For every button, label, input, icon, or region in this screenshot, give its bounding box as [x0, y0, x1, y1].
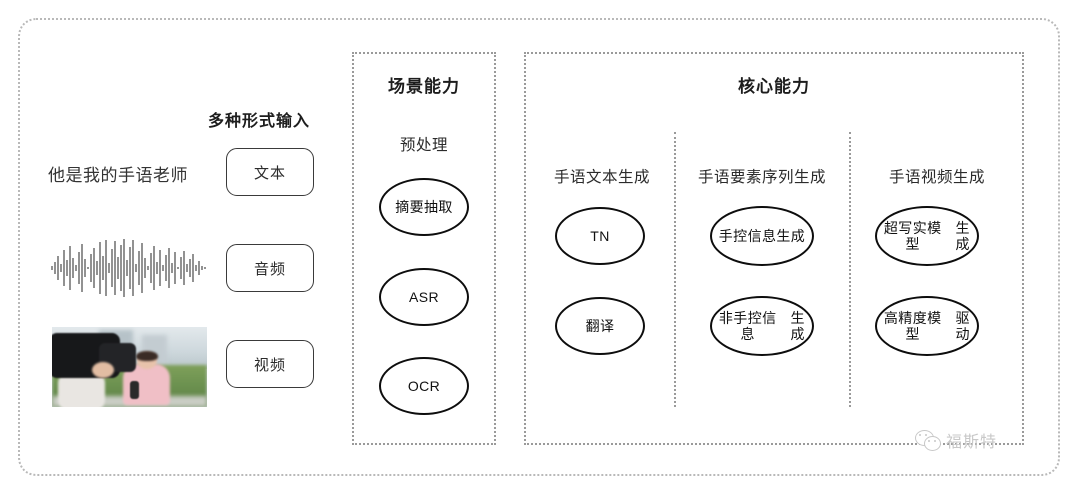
- audio-waveform: [50, 238, 208, 298]
- node-translation[interactable]: 翻译: [555, 297, 645, 355]
- input-chip-video[interactable]: 视频: [226, 340, 314, 388]
- input-text-sample: 他是我的手语老师: [48, 166, 188, 185]
- core-column-separator-2: [849, 132, 851, 407]
- node-line-2: 驱动: [955, 309, 970, 342]
- node-line-1: 手控信息: [718, 227, 777, 244]
- watermark: 福斯特: [915, 428, 997, 452]
- audio-waveform-icon: [51, 239, 206, 297]
- scene-capability-panel: 场景能力 预处理 摘要抽取 ASR OCR: [352, 52, 496, 445]
- scene-panel-title: 场景能力: [388, 77, 460, 96]
- wechat-icon: [915, 430, 941, 451]
- core-column-header-elements: 手语要素序列生成: [697, 169, 826, 186]
- watermark-text: 福斯特: [946, 434, 998, 451]
- core-column-header-text: 手语文本生成: [553, 169, 650, 186]
- thumb-microphone: [129, 381, 139, 399]
- core-capability-panel: 核心能力 手语文本生成 TN 翻译 手语要素序列生成 手控信息 生成 非手控信息…: [524, 52, 1024, 445]
- video-thumbnail: [52, 327, 207, 407]
- node-asr[interactable]: ASR: [379, 268, 469, 326]
- core-column-header-video: 手语视频生成: [888, 169, 985, 186]
- node-line-2: 生成: [776, 227, 806, 244]
- node-non-manual-info-generation[interactable]: 非手控信息 生成: [710, 296, 814, 356]
- node-high-precision-model-driving[interactable]: 高精度模型 驱动: [875, 296, 979, 356]
- core-panel-title: 核心能力: [738, 77, 810, 96]
- input-chip-text[interactable]: 文本: [226, 148, 314, 196]
- node-line-2: 生成: [790, 309, 805, 342]
- scene-panel-subtitle: 预处理: [399, 137, 448, 154]
- node-summary-extraction[interactable]: 摘要抽取: [379, 178, 469, 236]
- node-photoreal-model-generation[interactable]: 超写实模型 生成: [875, 206, 979, 266]
- node-line-1: 超写实模型: [883, 219, 942, 252]
- thumb-reporter-hair: [136, 351, 159, 362]
- node-line-2: 生成: [955, 219, 970, 252]
- node-ocr[interactable]: OCR: [379, 357, 469, 415]
- node-manual-info-generation[interactable]: 手控信息 生成: [710, 206, 814, 266]
- thumb-camera-operator-arm: [58, 373, 105, 407]
- core-column-separator-1: [674, 132, 676, 407]
- node-line-1: 非手控信息: [718, 309, 777, 342]
- node-tn[interactable]: TN: [555, 207, 645, 265]
- thumb-camera-operator-hand: [92, 362, 114, 379]
- node-line-1: 高精度模型: [883, 309, 942, 342]
- input-chip-audio[interactable]: 音频: [226, 244, 314, 292]
- input-section-title: 多种形式输入: [208, 113, 311, 130]
